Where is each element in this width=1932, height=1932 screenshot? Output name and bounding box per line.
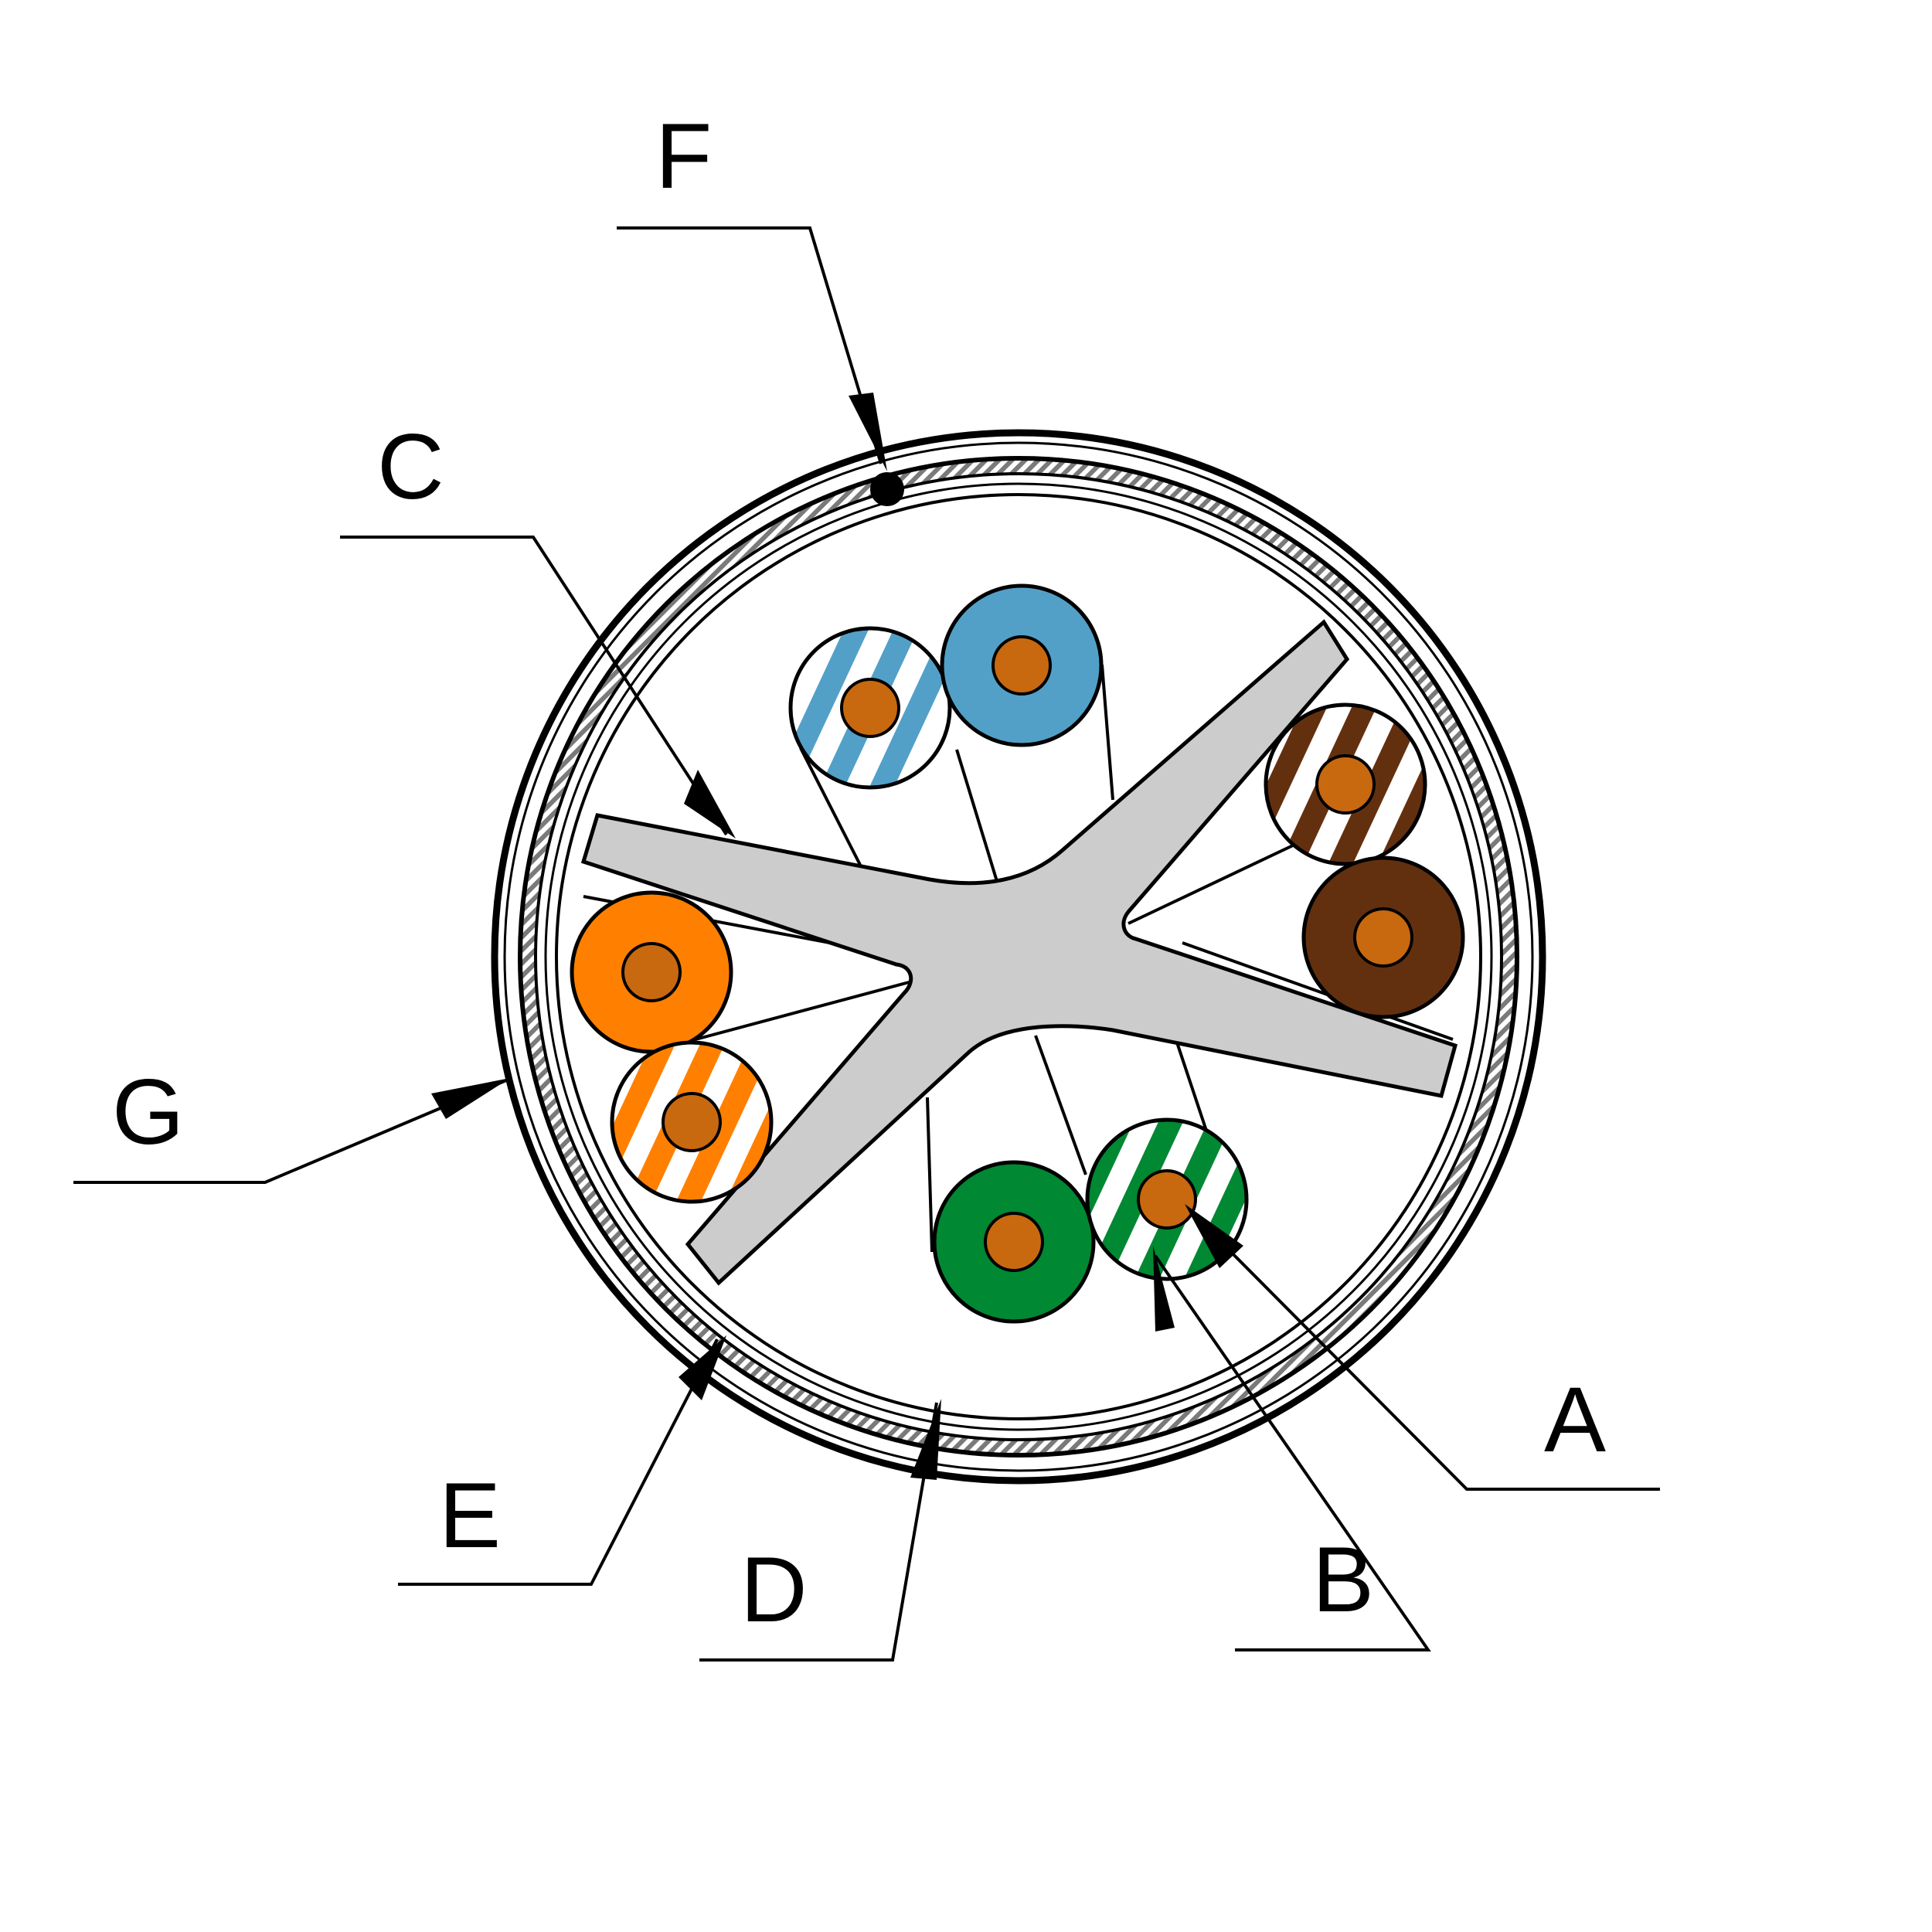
copper-core xyxy=(621,942,682,1002)
jacket-inner-edge xyxy=(503,441,1534,1472)
braid-shield-outer-edge xyxy=(518,456,1519,1458)
arrow-heads xyxy=(431,393,1243,1480)
arrow-e xyxy=(679,1335,726,1400)
arrow-b xyxy=(1153,1246,1175,1332)
copper-core xyxy=(992,635,1052,696)
leader-f xyxy=(617,226,883,464)
braid-shield-inner-edge xyxy=(534,472,1503,1441)
arrow-f xyxy=(849,393,887,471)
copper-core xyxy=(1137,1169,1197,1230)
leader-b xyxy=(1154,1254,1431,1651)
label-b: B xyxy=(1312,1528,1374,1631)
leader-d xyxy=(699,1402,938,1662)
pair-orange xyxy=(570,890,774,1204)
leader-a xyxy=(1206,1227,1660,1491)
inner-wrap xyxy=(555,493,1482,1420)
arrow-c xyxy=(684,770,736,838)
cross-separator xyxy=(580,619,1458,1286)
label-d: D xyxy=(740,1538,808,1641)
copper-core xyxy=(984,1212,1044,1272)
label-a: A xyxy=(1544,1368,1606,1471)
leader-c xyxy=(340,536,728,836)
leader-g xyxy=(73,1079,507,1184)
pair-blue xyxy=(788,583,1104,790)
leader-e xyxy=(398,1338,719,1586)
arrow-a xyxy=(1185,1204,1243,1268)
braid-shield xyxy=(520,458,1517,1455)
label-e: E xyxy=(439,1464,501,1567)
arrow-g xyxy=(431,1078,510,1119)
arrow-d xyxy=(910,1399,941,1480)
leader-lines xyxy=(73,226,1660,1662)
label-c: C xyxy=(377,415,444,519)
drain-wire xyxy=(870,472,904,506)
pair-brown xyxy=(1264,702,1465,1019)
copper-core xyxy=(840,678,900,738)
copper-core xyxy=(662,1092,722,1152)
label-f: F xyxy=(655,104,712,208)
copper-core xyxy=(1353,907,1413,968)
copper-core xyxy=(1315,754,1376,815)
foil-screen xyxy=(544,482,1493,1431)
label-g: G xyxy=(112,1060,184,1164)
